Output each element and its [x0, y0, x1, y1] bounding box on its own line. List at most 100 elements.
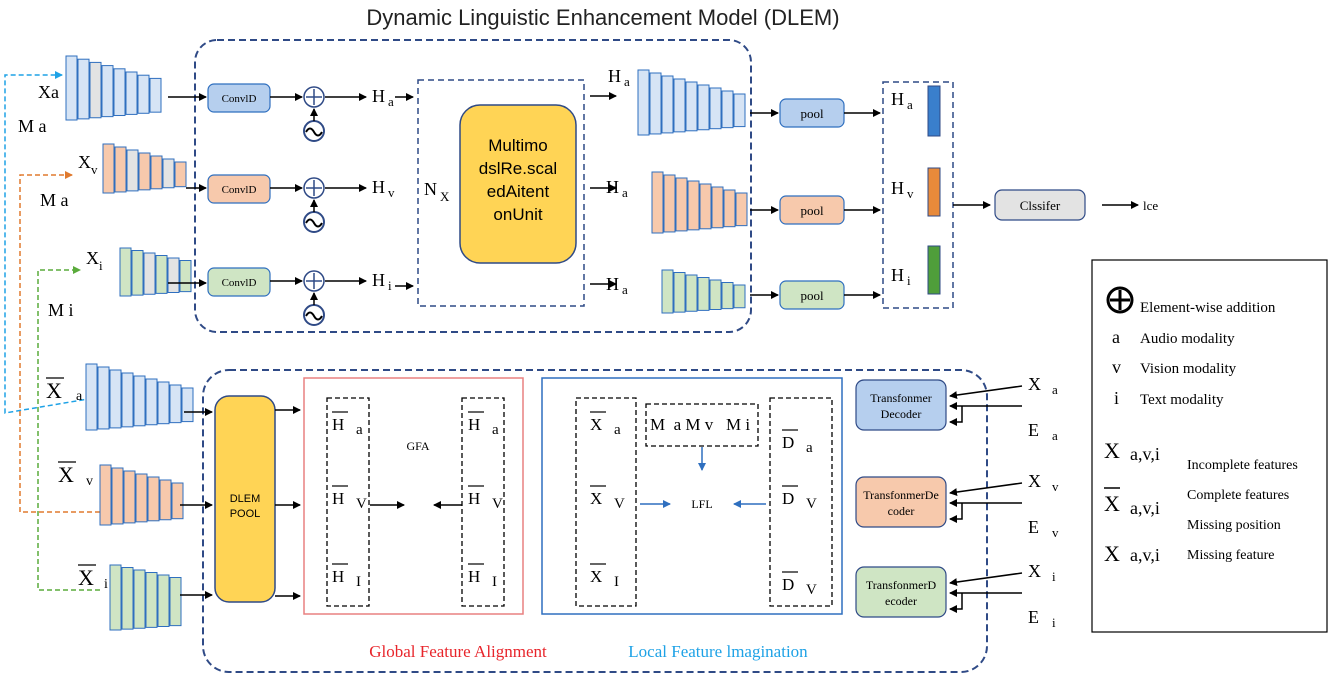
unit-output-label-2: H a	[606, 177, 628, 200]
pooled-label-vision: H v	[891, 178, 914, 201]
svg-text:i: i	[907, 273, 911, 288]
complete-card-vision-0	[99, 464, 112, 526]
complete-card-vision-3	[135, 473, 148, 523]
output-card-audio-8	[733, 93, 746, 128]
svg-text:a: a	[1052, 428, 1058, 443]
decoder-audio: Transfonmer Decoder	[855, 379, 947, 431]
svg-text:N: N	[424, 179, 437, 199]
legend-missing-position: Missing position	[1187, 518, 1281, 533]
pooled-label-audio: H a	[891, 89, 913, 112]
svg-text:H: H	[372, 86, 385, 106]
feedback-line-text	[37, 266, 100, 591]
input-card-text-3	[155, 255, 168, 294]
svg-text:H: H	[891, 89, 904, 109]
complete-card-vision-1	[111, 467, 124, 525]
complete-card-text-4	[157, 574, 170, 627]
classifier-block: Clssifer	[994, 189, 1086, 221]
svg-text:a: a	[1052, 382, 1058, 397]
svg-text:i: i	[104, 577, 108, 592]
svg-text:ecoder: ecoder	[885, 594, 917, 608]
svg-text:pool: pool	[800, 288, 824, 303]
svg-text:I: I	[492, 574, 497, 590]
legend-a-label: Audio modality	[1140, 331, 1235, 347]
input-stack-audio	[65, 55, 162, 121]
input-card-text-0	[119, 247, 132, 297]
svg-text:DLEM: DLEM	[230, 493, 261, 505]
input-stack-vision	[102, 143, 187, 194]
legend-xmiss-sub: a,v,i	[1130, 545, 1160, 565]
svg-text:H: H	[468, 489, 480, 508]
input-stack-text	[119, 247, 192, 297]
lfl-mask-row: M a M v M i	[650, 415, 750, 434]
svg-text:H: H	[891, 265, 904, 285]
svg-text:X: X	[1028, 471, 1041, 491]
svg-text:V: V	[806, 582, 817, 598]
multimodal-unit: Multimo dslRe.scal edAitent onUnit	[459, 104, 577, 264]
pooled-label-text: H i	[891, 265, 911, 288]
complete-stack-vision	[99, 464, 184, 526]
output-card-vision-5	[711, 186, 724, 229]
pooled-bar-text	[927, 245, 941, 295]
adder-0	[303, 86, 325, 108]
output-card-audio-0	[637, 69, 650, 136]
legend-plus-label: Element-wise addition	[1140, 300, 1276, 316]
svg-text:X: X	[1028, 374, 1041, 394]
input-card-vision-4	[150, 155, 163, 190]
input-card-text-5	[179, 260, 192, 293]
svg-text:a: a	[492, 422, 499, 438]
input-card-audio-0	[65, 55, 78, 121]
output-card-text-2	[685, 274, 698, 312]
svg-text:edAitent: edAitent	[487, 182, 550, 201]
svg-text:i: i	[388, 278, 392, 293]
output-card-vision-3	[687, 180, 700, 231]
nx-label: N X	[424, 179, 450, 204]
complete-card-audio-7	[169, 384, 182, 424]
complete-card-audio-2	[109, 369, 122, 429]
lfl-caption: Local Feature lmagination	[628, 642, 808, 661]
output-card-audio-2	[661, 75, 674, 134]
svg-text:H: H	[332, 415, 344, 434]
legend-v-symbol: v	[1112, 357, 1121, 377]
output-card-vision-6	[723, 189, 736, 228]
output-card-text-0	[661, 269, 674, 314]
svg-text:D: D	[782, 433, 794, 452]
unit-output-label-3: H a	[606, 274, 628, 297]
output-card-text-5	[721, 282, 734, 310]
complete-card-text-5	[169, 577, 182, 627]
complete-label-vision: X v	[58, 461, 93, 489]
reconstruction-frame	[202, 369, 988, 673]
input-card-text-4	[167, 257, 180, 293]
svg-text:a: a	[622, 185, 628, 200]
legend-x-label: Incomplete features	[1187, 458, 1298, 473]
conv-block-text: ConvlD	[207, 267, 271, 297]
complete-card-audio-6	[157, 381, 170, 425]
svg-text:pool: pool	[800, 203, 824, 218]
svg-text:Multimo: Multimo	[488, 136, 548, 155]
complete-card-audio-3	[121, 372, 134, 428]
svg-text:a: a	[622, 282, 628, 297]
svg-text:H: H	[332, 567, 344, 586]
svg-text:H: H	[468, 415, 480, 434]
complete-card-text-2	[133, 569, 146, 629]
svg-text:X: X	[590, 415, 602, 434]
input-label-xv-sub: v	[91, 162, 98, 177]
complete-card-vision-5	[159, 479, 172, 521]
svg-text:i: i	[1052, 569, 1056, 584]
svg-text:E: E	[1028, 607, 1039, 627]
svg-text:H: H	[608, 66, 621, 86]
svg-text:Decoder: Decoder	[881, 407, 922, 421]
svg-text:H: H	[606, 177, 619, 197]
output-card-vision-0	[651, 171, 664, 234]
svg-text:X: X	[590, 489, 602, 508]
complete-card-text-0	[109, 564, 122, 631]
h-label-audio: H a	[372, 86, 394, 109]
decoder-vision: TransfonmerDe coder	[855, 476, 947, 528]
svg-text:v: v	[907, 186, 914, 201]
input-card-text-1	[131, 250, 144, 296]
legend-xmiss-label: Missing feature	[1187, 548, 1274, 563]
